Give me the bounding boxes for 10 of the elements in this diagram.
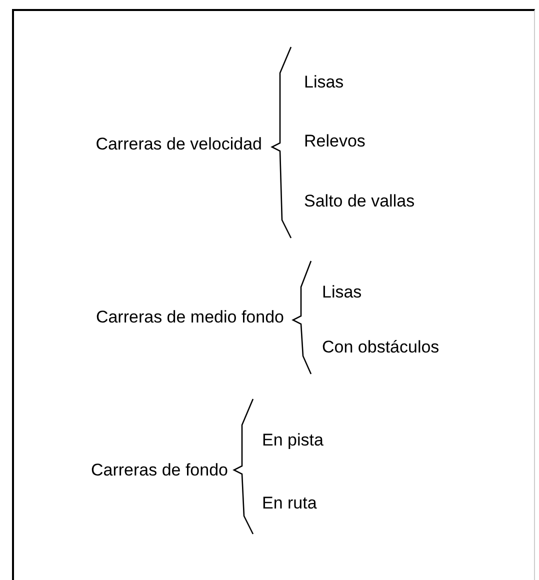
- category-label: Carreras de velocidad: [96, 133, 262, 155]
- item-label: Con obstáculos: [322, 336, 440, 358]
- item-label: En ruta: [262, 492, 317, 514]
- item-label: Lisas: [322, 281, 362, 303]
- item-label: Salto de vallas: [304, 190, 415, 212]
- item-label: Lisas: [304, 71, 344, 93]
- category-label: Carreras de medio fondo: [96, 306, 284, 328]
- item-label: En pista: [262, 429, 324, 451]
- item-label: Relevos: [304, 130, 366, 152]
- category-label: Carreras de fondo: [90, 459, 228, 481]
